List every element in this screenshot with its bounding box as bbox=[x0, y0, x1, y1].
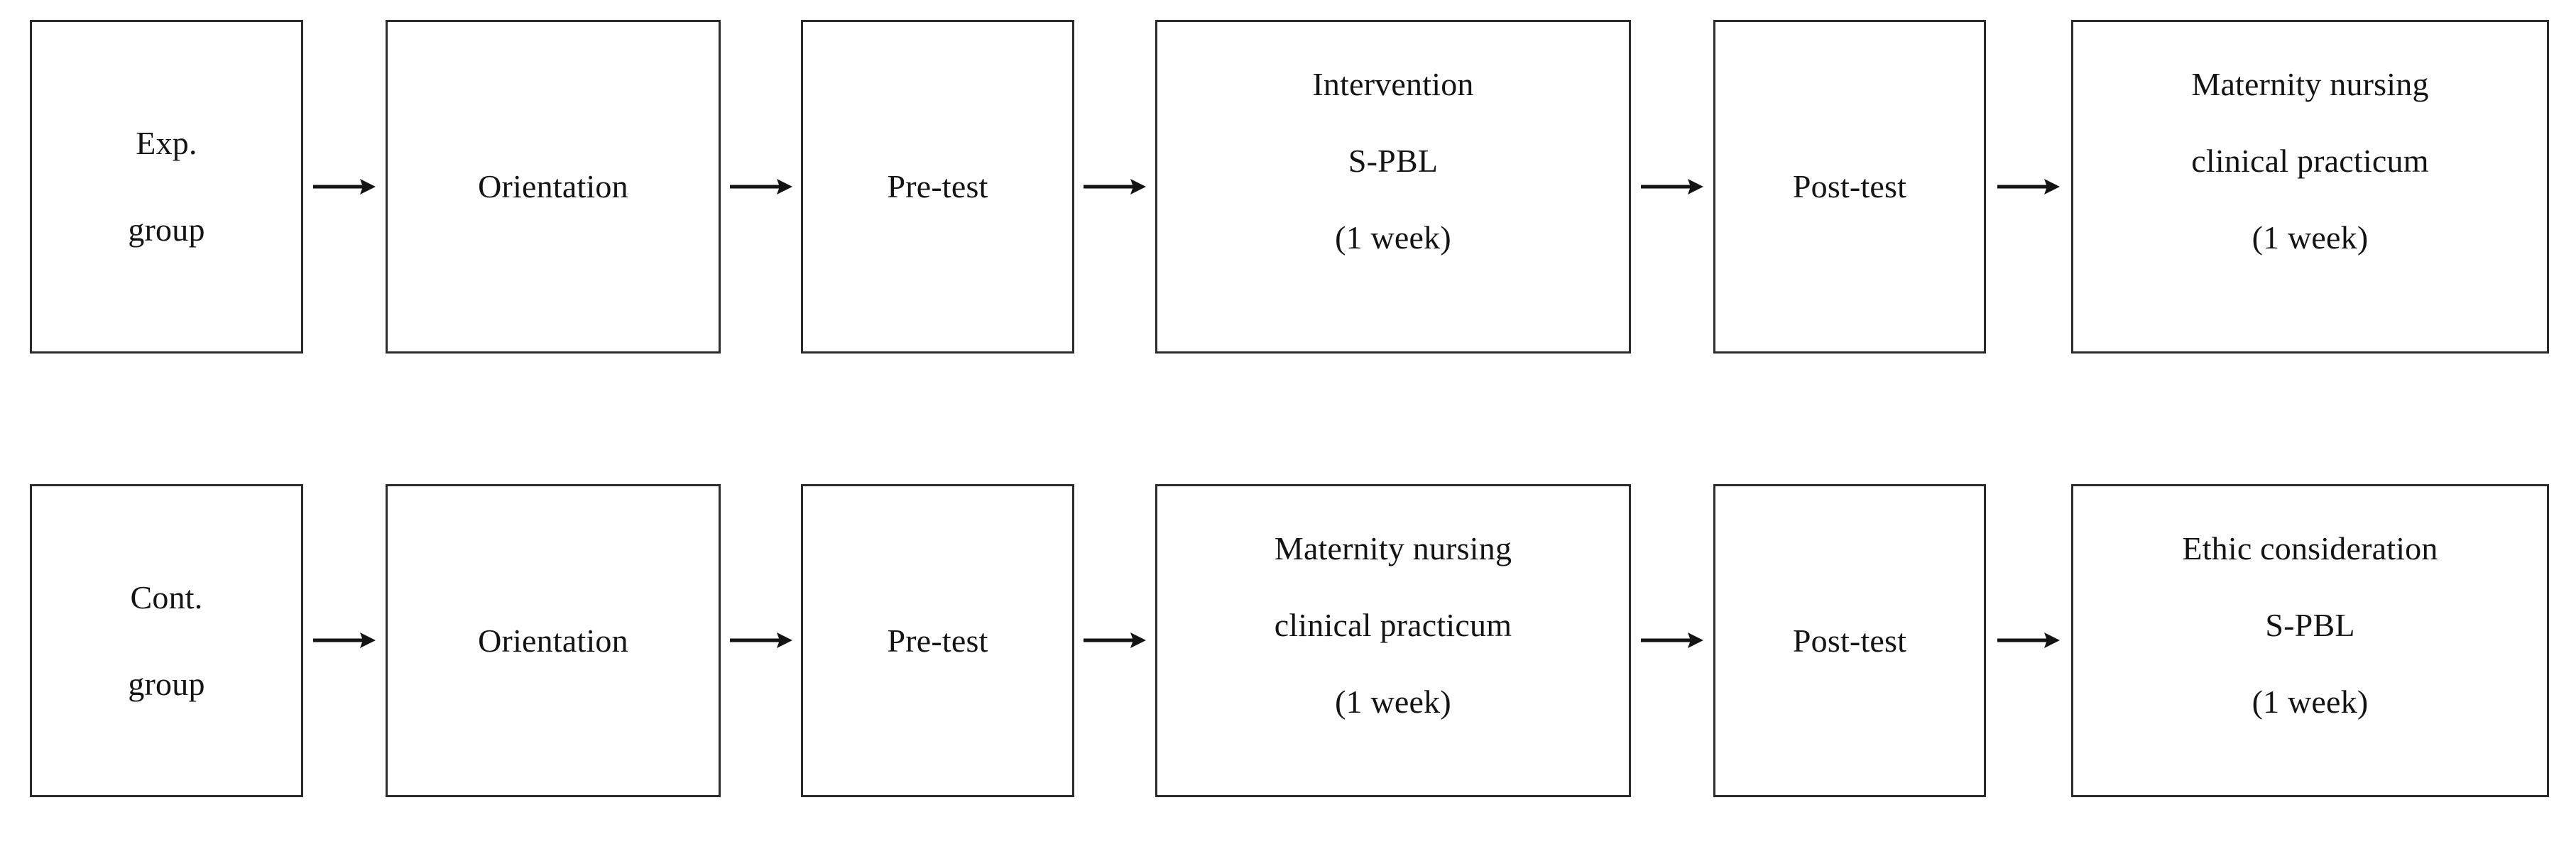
node-cont-pretest[interactable]: Pre-test bbox=[801, 484, 1074, 797]
node-cont-orientation[interactable]: Orientation bbox=[386, 484, 721, 797]
node-exp-intervention[interactable]: Intervention S-PBL (1 week) bbox=[1155, 20, 1631, 354]
node-line: clinical practicum bbox=[1274, 607, 1512, 643]
node-exp-practicum[interactable]: Maternity nursing clinical practicum (1 … bbox=[2071, 20, 2549, 354]
node-cont-posttest[interactable]: Post-test bbox=[1713, 484, 1986, 797]
node-line: (1 week) bbox=[1335, 684, 1451, 720]
node-line: Maternity nursing bbox=[1274, 530, 1512, 566]
node-line: (1 week) bbox=[1335, 219, 1451, 256]
right-arrow-icon bbox=[721, 165, 801, 208]
right-arrow-icon bbox=[721, 619, 801, 662]
right-arrow-icon bbox=[1074, 619, 1155, 662]
node-line: Exp. bbox=[136, 125, 197, 161]
flow-row-control: Cont. group Orientation Pre-test bbox=[0, 484, 2576, 797]
node-line: group bbox=[128, 212, 205, 248]
node-line: Cont. bbox=[130, 579, 203, 615]
node-line: (1 week) bbox=[2252, 219, 2369, 256]
node-cont-group[interactable]: Cont. group bbox=[30, 484, 303, 797]
node-line: Intervention bbox=[1312, 66, 1474, 102]
right-arrow-icon bbox=[1631, 619, 1713, 662]
node-line: S-PBL bbox=[1348, 143, 1439, 179]
flow-row-experimental: Exp. group Orientation Pre-test bbox=[0, 20, 2576, 354]
right-arrow-icon bbox=[1986, 165, 2071, 208]
node-line: Pre-test bbox=[887, 622, 988, 659]
node-line: Ethic consideration bbox=[2182, 530, 2438, 566]
node-line: clinical practicum bbox=[2191, 143, 2429, 179]
node-exp-orientation[interactable]: Orientation bbox=[386, 20, 721, 354]
right-arrow-icon bbox=[1986, 619, 2071, 662]
node-exp-group[interactable]: Exp. group bbox=[30, 20, 303, 354]
node-exp-pretest[interactable]: Pre-test bbox=[801, 20, 1074, 354]
node-line: (1 week) bbox=[2252, 684, 2369, 720]
node-line: Post-test bbox=[1792, 168, 1907, 204]
node-line: S-PBL bbox=[2265, 607, 2355, 643]
node-cont-practicum[interactable]: Maternity nursing clinical practicum (1 … bbox=[1155, 484, 1631, 797]
right-arrow-icon bbox=[1631, 165, 1713, 208]
node-line: Orientation bbox=[478, 622, 628, 659]
right-arrow-icon bbox=[303, 619, 386, 662]
node-line: Pre-test bbox=[887, 168, 988, 204]
node-cont-ethic[interactable]: Ethic consideration S-PBL (1 week) bbox=[2071, 484, 2549, 797]
right-arrow-icon bbox=[1074, 165, 1155, 208]
node-exp-posttest[interactable]: Post-test bbox=[1713, 20, 1986, 354]
right-arrow-icon bbox=[303, 165, 386, 208]
node-line: Post-test bbox=[1792, 622, 1907, 659]
node-line: Maternity nursing bbox=[2191, 66, 2429, 102]
node-line: Orientation bbox=[478, 168, 628, 204]
node-line: group bbox=[128, 665, 205, 702]
